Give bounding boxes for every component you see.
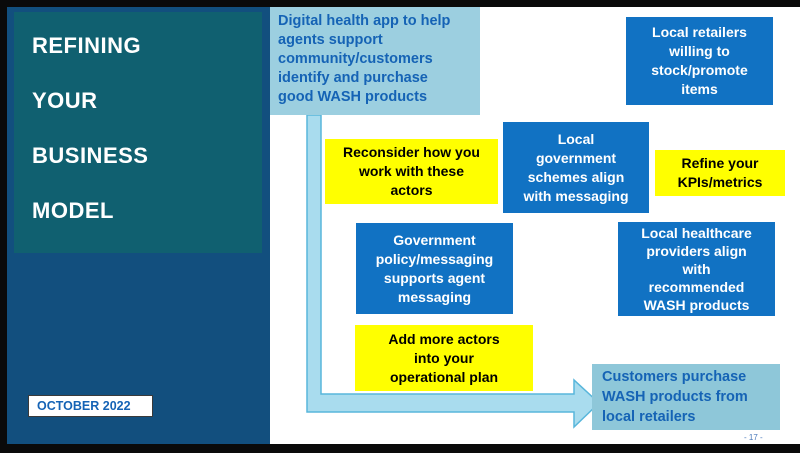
box-local-government: Local government schemes align with mess… — [503, 122, 649, 213]
slide-title-line: BUSINESS — [32, 143, 149, 168]
box-reconsider-actors: Reconsider how you work with these actor… — [325, 139, 498, 204]
page-number: - 17 - — [744, 433, 763, 442]
title-box: REFINING YOUR BUSINESS MODEL — [14, 12, 262, 253]
box-refine-kpis: Refine your KPIs/metrics — [655, 150, 785, 196]
slide-title-line: MODEL — [32, 198, 114, 223]
date-label: OCTOBER 2022 — [28, 395, 153, 417]
box-customers-purchase: Customers purchase WASH products from lo… — [592, 364, 780, 430]
box-government-policy: Government policy/messaging supports age… — [356, 223, 513, 314]
bottom-border — [0, 444, 800, 453]
slide-title-line: YOUR — [32, 88, 98, 113]
box-local-retailers: Local retailers willing to stock/promote… — [626, 17, 773, 105]
box-add-actors: Add more actors into your operational pl… — [355, 325, 533, 391]
slide-title-line: REFINING — [32, 33, 142, 58]
box-local-healthcare: Local healthcare providers align with re… — [618, 222, 775, 316]
left-border — [0, 0, 7, 453]
box-digital-health-app: Digital health app to help agents suppor… — [270, 7, 480, 115]
top-border — [0, 0, 800, 7]
left-panel: REFINING YOUR BUSINESS MODEL OCTOBER 202… — [7, 7, 270, 444]
